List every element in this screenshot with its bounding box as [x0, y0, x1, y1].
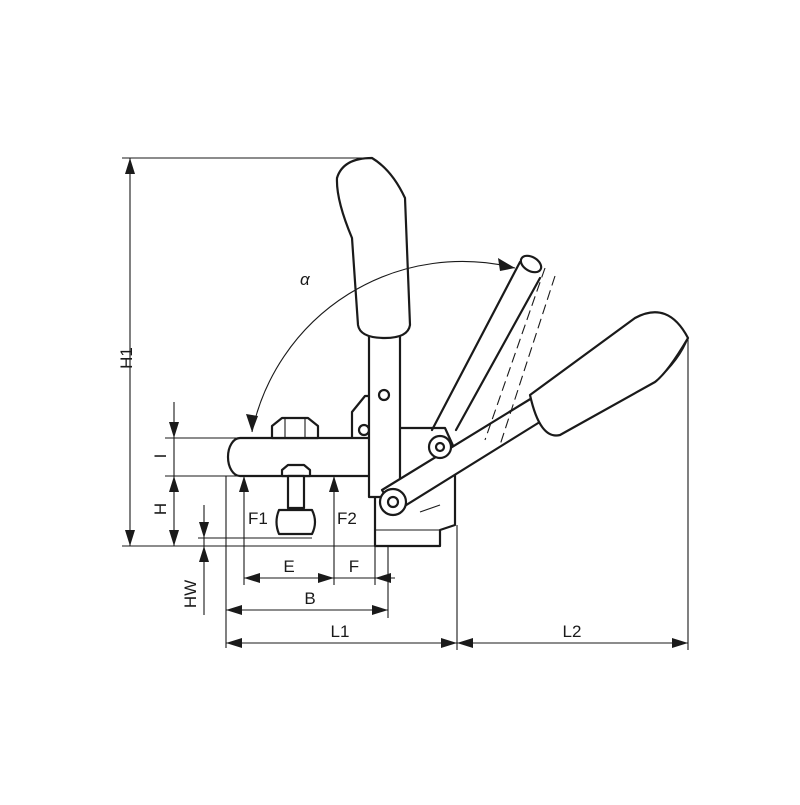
h-arrow-top — [169, 476, 179, 492]
clamp-nut — [270, 416, 320, 440]
grip-end-edge — [654, 337, 689, 383]
phantom-line — [484, 267, 546, 441]
f2-label: F2 — [337, 509, 357, 528]
alpha-label: α — [300, 270, 311, 289]
l1-arrow-right — [441, 638, 457, 648]
hw-arrow-bottom — [199, 546, 209, 562]
l1-label: L1 — [331, 622, 350, 641]
h-label: H — [151, 503, 170, 515]
i-arrow — [169, 422, 179, 438]
l2-label: L2 — [563, 622, 582, 641]
inclined-link — [380, 396, 545, 514]
clamp-spindle — [286, 474, 306, 510]
f-label: F — [349, 557, 359, 576]
alpha-angle-dimension: α — [246, 258, 516, 433]
base-chamfer — [419, 504, 441, 513]
intermediate-rod-edge — [430, 260, 522, 432]
secondary-pivot-pin — [434, 441, 446, 453]
handle-intermediate — [430, 254, 556, 446]
e-label: E — [283, 557, 294, 576]
l1-l2-dimension: L1 L2 — [226, 338, 689, 650]
l1-arrow-left — [226, 638, 242, 648]
b-dimension: B — [225, 476, 389, 648]
l2-arrow-left — [457, 638, 473, 648]
hw-arrow-top — [199, 522, 209, 538]
vertical-link — [367, 328, 402, 499]
alpha-arrow-start — [246, 414, 258, 432]
clamp-spindle-nut — [280, 463, 312, 478]
f2-arrow — [329, 476, 339, 492]
h1-arrow-top — [125, 158, 135, 174]
link-pivot-upper — [377, 388, 391, 402]
f1-arrow — [239, 476, 249, 492]
i-label: I — [151, 454, 170, 459]
alpha-arrow-end — [498, 258, 515, 271]
intermediate-rod-edge — [454, 276, 542, 432]
e-arrow-left — [244, 573, 260, 583]
b-arrow-left — [226, 605, 242, 615]
h1-label: H1 — [117, 347, 136, 369]
h1-dimension: H1 — [117, 157, 375, 547]
e-f-dimension: E F — [244, 546, 395, 585]
base-plate — [373, 426, 457, 548]
handle-open — [378, 311, 690, 517]
force-arrows: F1 F2 — [239, 476, 357, 585]
l2-arrow-right — [672, 638, 688, 648]
hw-dimension: HW — [181, 505, 312, 615]
f-arrow-right — [375, 573, 391, 583]
main-pivot-pin — [386, 495, 400, 509]
vertical-grip — [335, 156, 412, 340]
alpha-arc — [251, 260, 516, 433]
b-label: B — [304, 589, 315, 608]
intermediate-rod-end — [519, 254, 543, 274]
pressure-pad — [275, 508, 317, 536]
h1-arrow-bottom — [125, 530, 135, 546]
h-arrow-bottom — [169, 530, 179, 546]
hw-label: HW — [181, 580, 200, 608]
i-dimension: I — [151, 402, 240, 477]
f1-label: F1 — [248, 509, 268, 528]
housing-pivot — [357, 423, 371, 437]
h-dimension: H — [151, 476, 179, 546]
clamping-arm — [226, 416, 374, 536]
e-arrow-right — [318, 573, 334, 583]
inclined-grip — [528, 311, 690, 437]
b-arrow-right — [372, 605, 388, 615]
